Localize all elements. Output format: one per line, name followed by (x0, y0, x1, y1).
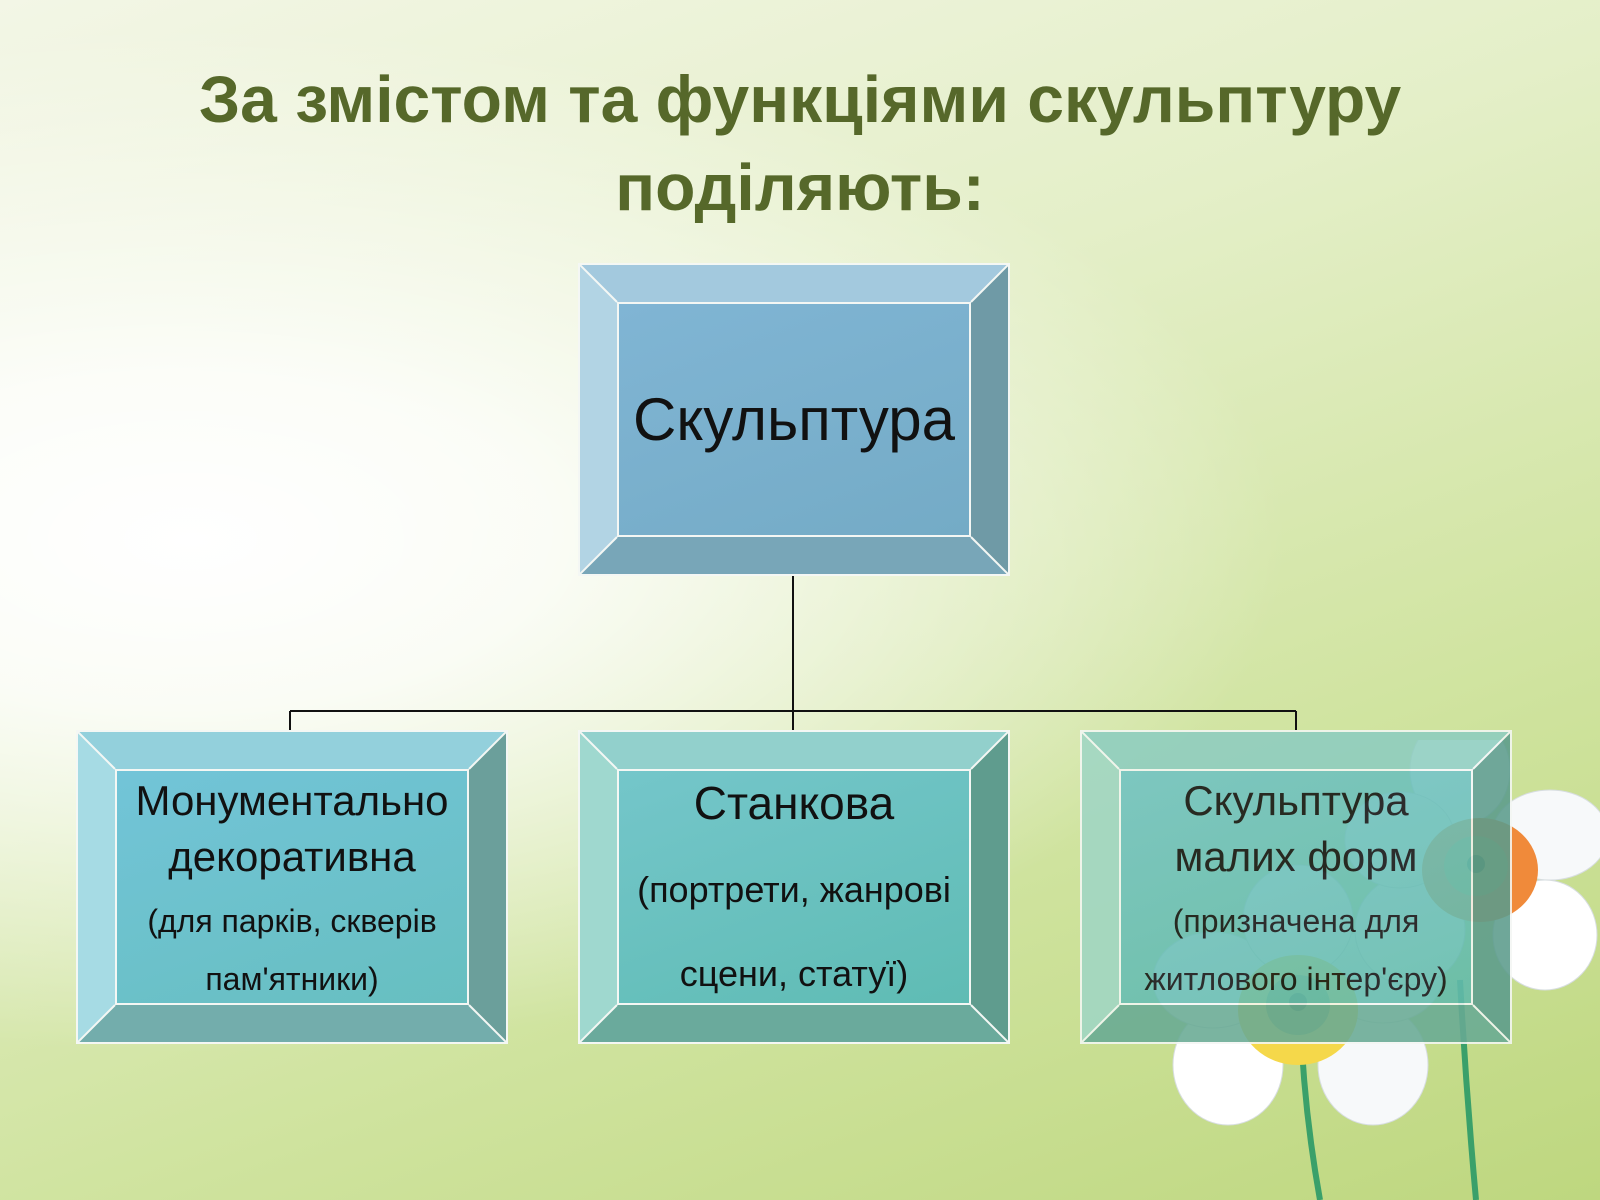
child-note-3-line-2: житлового інтер'єру) (1144, 961, 1448, 997)
child-face-3: Скульптура малих форм (призначена для жи… (1119, 769, 1473, 1005)
slide-title-line-1: За змістом та функціями скульптуру (198, 62, 1402, 136)
child-note-1-line-1: (для парків, скверів (147, 903, 437, 939)
root-face: Скульптура (617, 302, 971, 537)
root-bevel (580, 265, 1008, 574)
child-node-small-forms: Скульптура малих форм (призначена для жи… (1080, 730, 1512, 1044)
slide-title-line-2: поділяють: (615, 150, 985, 224)
child-bevel-2 (580, 732, 1008, 1042)
child-label-3-line-1: Скульптура (1183, 777, 1409, 824)
child-label-3-line-2: малих форм (1174, 833, 1418, 880)
root-label: Скульптура (633, 385, 955, 453)
child-label-1-line-2: декоративна (168, 833, 416, 880)
child-note-2-line-2: сцени, статуї) (679, 953, 909, 994)
child-bevel-3 (1082, 732, 1510, 1042)
child-label-2: Станкова (693, 777, 895, 829)
child-node-monumental: Монументально декоративна (для парків, с… (76, 730, 508, 1044)
root-node: Скульптура (578, 263, 1010, 576)
child-face-2: Станкова (портрети, жанрові сцени, стату… (617, 769, 971, 1005)
child-bevel-1 (78, 732, 506, 1042)
child-face-1: Монументально декоративна (для парків, с… (115, 769, 469, 1005)
slide-title: За змістом та функціями скульптуру поділ… (0, 55, 1600, 231)
child-note-1-line-2: пам'ятники) (205, 961, 379, 997)
child-node-easel: Станкова (портрети, жанрові сцени, стату… (578, 730, 1010, 1044)
child-note-2-line-1: (портрети, жанрові (637, 869, 951, 910)
child-label-1-line-1: Монументально (135, 777, 449, 824)
child-note-3-line-1: (призначена для (1172, 903, 1420, 939)
